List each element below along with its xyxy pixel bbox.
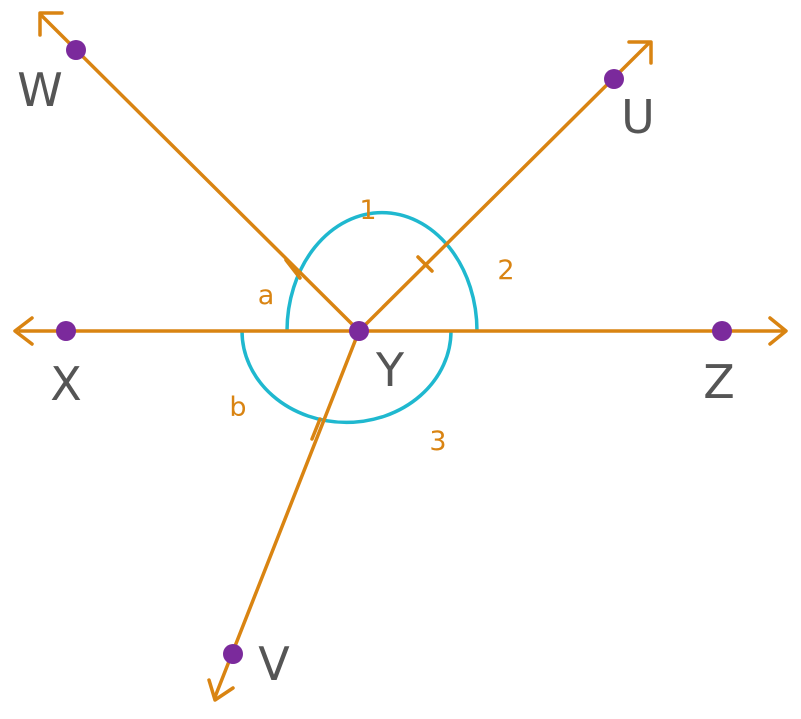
point-x — [56, 321, 76, 341]
angle-tick-3 — [310, 417, 322, 441]
angle-arc-lower — [240, 330, 453, 425]
point-label-y: Y — [375, 343, 405, 397]
point-label-z: Z — [703, 355, 735, 409]
angle-label-a: a — [258, 280, 275, 311]
arrowhead-z — [768, 316, 788, 346]
arrowhead-u — [627, 40, 653, 65]
point-label-x: X — [50, 357, 82, 411]
ray-yv — [213, 329, 361, 699]
point-u — [604, 69, 624, 89]
angle-arc-upper — [285, 210, 479, 332]
point-label-u: U — [621, 90, 655, 144]
point-z — [712, 321, 732, 341]
angle-label-3: 3 — [429, 426, 446, 457]
point-label-w: W — [17, 63, 62, 117]
angle-label-b: b — [229, 392, 246, 423]
ray-yw — [40, 14, 361, 333]
arrowhead-x — [13, 316, 34, 346]
angle-label-1: 1 — [359, 195, 376, 226]
arrowhead-w — [38, 11, 64, 37]
angle-label-2: 2 — [497, 255, 514, 286]
point-w — [66, 40, 86, 60]
ray-yu — [357, 42, 650, 333]
point-y — [349, 321, 369, 341]
point-label-v: V — [258, 637, 290, 691]
point-v — [223, 644, 243, 664]
arrowhead-v — [207, 678, 235, 702]
